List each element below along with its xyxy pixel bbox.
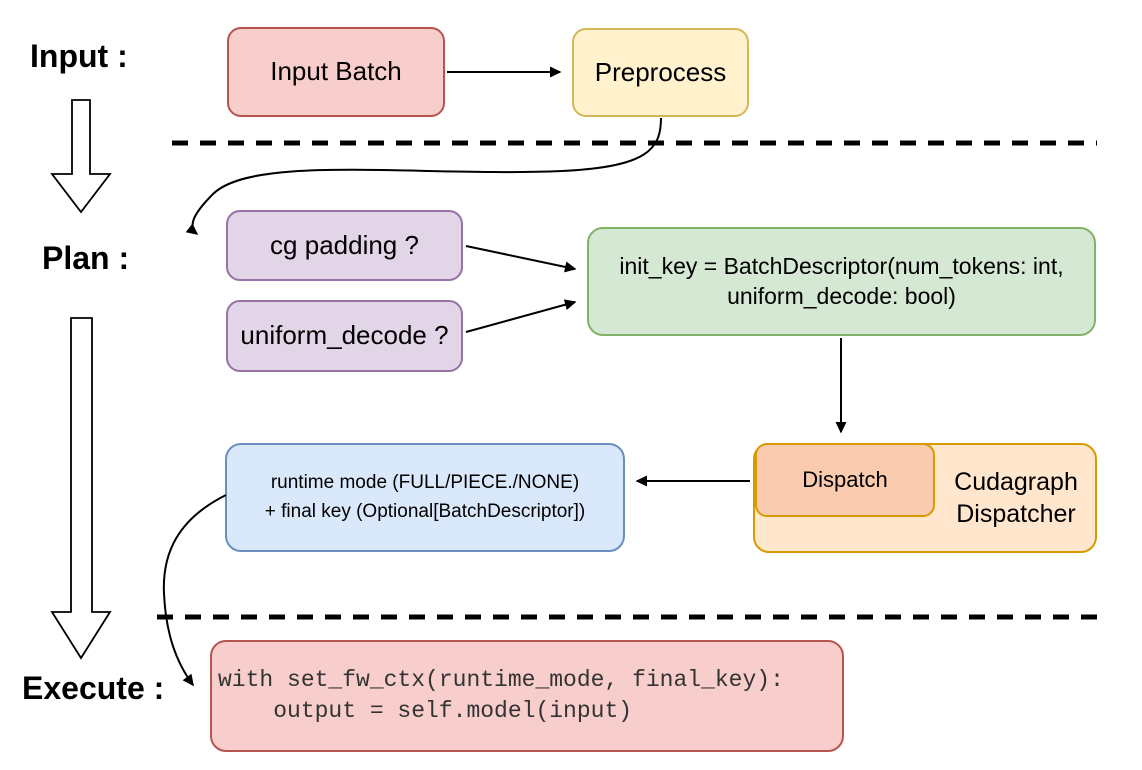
node-dispatch: Dispatch [755, 443, 935, 517]
node-execute-code-line2: output = self.model(input) [218, 698, 633, 724]
node-cudagraph-dispatcher-line1: Cudagraph [954, 467, 1078, 496]
node-preprocess: Preprocess [572, 28, 749, 117]
node-init-key-line2: uniform_decode: bool) [727, 282, 956, 309]
node-runtime-mode-result: runtime mode (FULL/PIECE./NONE) + final … [225, 443, 625, 552]
node-uniform-decode: uniform_decode ? [226, 300, 463, 372]
node-cg-padding: cg padding ? [226, 210, 463, 281]
node-input-batch-label: Input Batch [270, 56, 402, 87]
node-dispatch-label: Dispatch [802, 466, 888, 492]
section-label-input: Input : [30, 38, 128, 74]
node-input-batch: Input Batch [227, 27, 445, 117]
node-init-key: init_key = BatchDescriptor(num_tokens: i… [587, 227, 1096, 336]
node-cudagraph-dispatcher-line2: Dispatcher [956, 500, 1076, 528]
node-execute-code: with set_fw_ctx(runtime_mode, final_key)… [210, 640, 844, 752]
node-execute-code-line1: with set_fw_ctx(runtime_mode, final_key)… [218, 666, 784, 693]
node-preprocess-label: Preprocess [594, 56, 727, 87]
section-label-plan: Plan : [42, 240, 130, 276]
node-runtime-mode-line1: runtime mode (FULL/PIECE./NONE) [270, 472, 580, 493]
arrow-uniform-decode-to-init-key [465, 299, 577, 333]
arrow-cg-padding-to-init-key [465, 245, 577, 273]
node-init-key-line1: init_key = BatchDescriptor(num_tokens: i… [619, 252, 1064, 279]
node-cg-padding-label: cg padding ? [270, 229, 419, 260]
hollow-arrow-plan-to-execute [50, 317, 112, 660]
section-label-execute: Execute : [22, 670, 165, 706]
node-runtime-mode-line2: + final key (Optional[BatchDescriptor]) [264, 500, 586, 522]
hollow-arrow-input-to-plan [50, 99, 112, 214]
node-uniform-decode-label: uniform_decode ? [240, 320, 449, 351]
